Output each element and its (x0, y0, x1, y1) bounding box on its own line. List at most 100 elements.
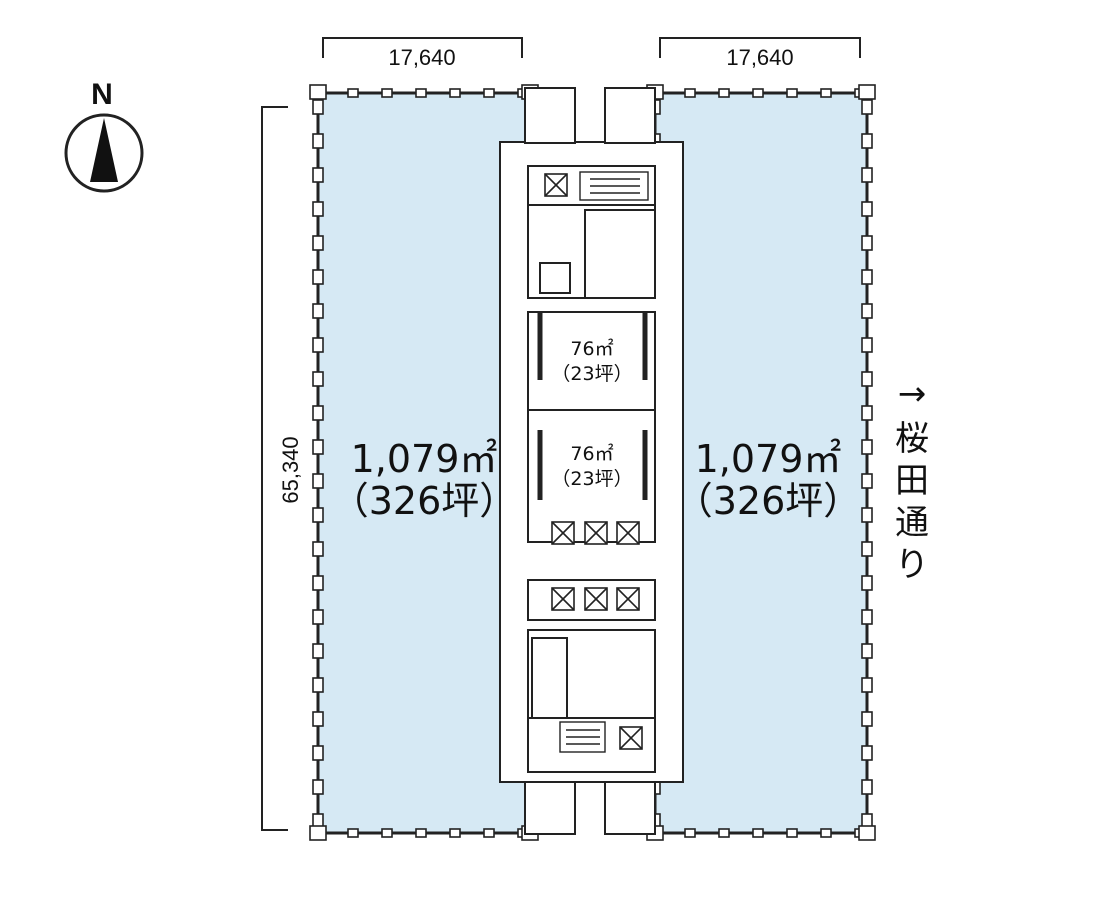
street-char-2: 田 (895, 461, 929, 501)
column (861, 439, 873, 455)
east-office-area-tsubo: （326坪） (675, 479, 862, 523)
column (312, 167, 324, 183)
west-office-area-tsubo: （326坪） (331, 479, 518, 523)
elevator-icon (584, 587, 608, 611)
column (309, 825, 327, 841)
column (312, 439, 324, 455)
column (752, 828, 764, 838)
column (820, 88, 832, 98)
column (752, 88, 764, 98)
east-office-area-value: 1,079㎡ (695, 437, 842, 481)
core-room-lower-area: 76㎡ (570, 442, 613, 465)
north-arrow-icon (64, 113, 144, 193)
column (312, 337, 324, 353)
core-room-upper-tsubo: （23坪） (551, 363, 632, 385)
column (312, 677, 324, 693)
column (312, 643, 324, 659)
elevator-icon (551, 521, 575, 545)
dimension-top-right-label: 17,640 (726, 45, 793, 70)
column (861, 507, 873, 523)
elevator-icon (551, 587, 575, 611)
column (861, 711, 873, 727)
column (858, 84, 876, 100)
column (861, 235, 873, 251)
column (381, 828, 393, 838)
north-label: N (91, 78, 113, 111)
core-room-upper-area: 76㎡ (570, 337, 613, 360)
column (312, 507, 324, 523)
column (309, 84, 327, 100)
column (718, 88, 730, 98)
column (312, 575, 324, 591)
column (312, 303, 324, 319)
column (861, 643, 873, 659)
dimension-left (261, 106, 288, 831)
column (718, 828, 730, 838)
column (861, 541, 873, 557)
column (312, 269, 324, 285)
column (861, 677, 873, 693)
street-char-4: り (895, 545, 929, 585)
column (415, 88, 427, 98)
elevator-icon (544, 173, 568, 197)
street-char-3: 通 (895, 503, 929, 543)
column (861, 201, 873, 217)
column (861, 269, 873, 285)
elevator-icons (544, 173, 643, 750)
stairs-icon (559, 171, 649, 753)
column (312, 371, 324, 387)
column (820, 828, 832, 838)
column (684, 88, 696, 98)
dimension-left-label: 65,340 (278, 436, 303, 503)
column (858, 825, 876, 841)
column (312, 541, 324, 557)
column (312, 405, 324, 421)
elevator-icon (619, 726, 643, 750)
core-room-lower-tsubo: （23坪） (551, 468, 632, 490)
column (861, 371, 873, 387)
west-office-area-value: 1,079㎡ (351, 437, 498, 481)
column (312, 609, 324, 625)
column (861, 303, 873, 319)
column (786, 828, 798, 838)
dimension-top-left (322, 37, 523, 58)
dimension-top-left-label: 17,640 (388, 45, 455, 70)
column (861, 575, 873, 591)
elevator-icon (584, 521, 608, 545)
central-core (499, 87, 684, 835)
column (312, 133, 324, 149)
column (312, 745, 324, 761)
column (415, 828, 427, 838)
column (861, 133, 873, 149)
column (312, 779, 324, 795)
column (786, 88, 798, 98)
column (861, 473, 873, 489)
street-char-1: 桜 (895, 419, 929, 459)
column (449, 828, 461, 838)
column (449, 88, 461, 98)
column (684, 828, 696, 838)
east-office-area (653, 91, 869, 835)
column (347, 828, 359, 838)
column (861, 167, 873, 183)
elevator-icon (616, 587, 640, 611)
street-arrow-icon: → (898, 374, 927, 414)
column (483, 828, 495, 838)
column (312, 711, 324, 727)
column (483, 88, 495, 98)
column (381, 88, 393, 98)
dimension-top-right (659, 37, 861, 58)
column (312, 235, 324, 251)
column (312, 99, 324, 115)
column (861, 99, 873, 115)
column (312, 201, 324, 217)
column (861, 337, 873, 353)
column (312, 473, 324, 489)
column (861, 609, 873, 625)
column (347, 88, 359, 98)
column (861, 779, 873, 795)
column (861, 745, 873, 761)
elevator-icon (616, 521, 640, 545)
column (861, 405, 873, 421)
